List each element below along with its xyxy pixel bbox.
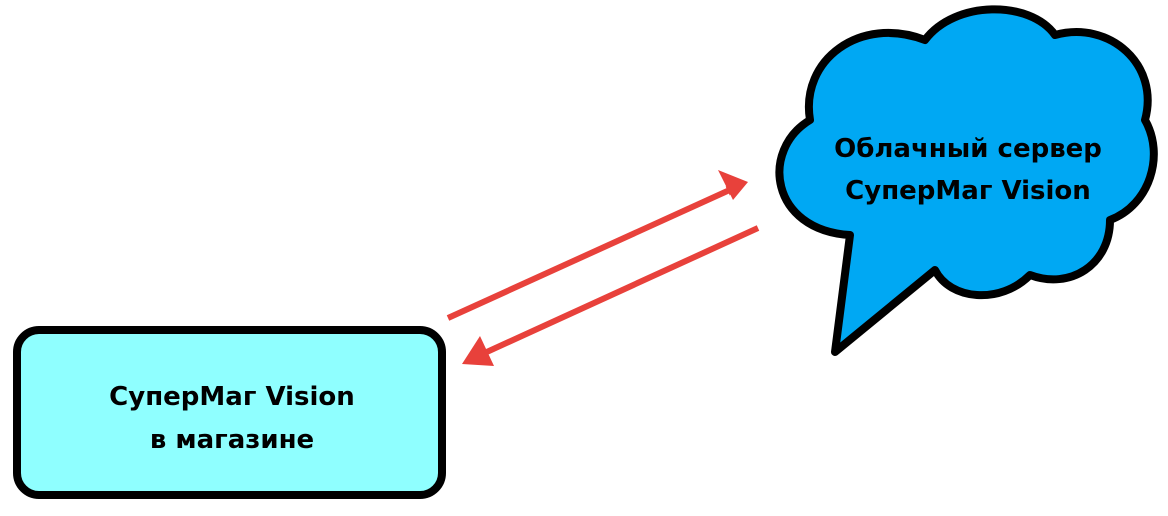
cloud-node-shape xyxy=(775,5,1158,356)
cloud-node-title: Облачный сервер xyxy=(834,134,1102,164)
store-node: СуперМаг Vision в магазине xyxy=(13,326,446,499)
arrow-store-to-cloud-head xyxy=(718,170,748,200)
store-node-title: СуперМаг Vision xyxy=(109,382,355,412)
store-node-box xyxy=(13,326,446,499)
arrow-cloud-to-store xyxy=(476,225,760,359)
cloud-node-subtitle: СуперМаг Vision xyxy=(845,176,1091,206)
store-node-subtitle: в магазине xyxy=(150,425,314,455)
arrow-store-to-cloud xyxy=(446,185,737,321)
cloud-node: Облачный сервер СуперМаг Vision xyxy=(775,5,1158,356)
arrow-cloud-to-store-head xyxy=(462,336,494,366)
connector-arrows xyxy=(446,170,760,366)
